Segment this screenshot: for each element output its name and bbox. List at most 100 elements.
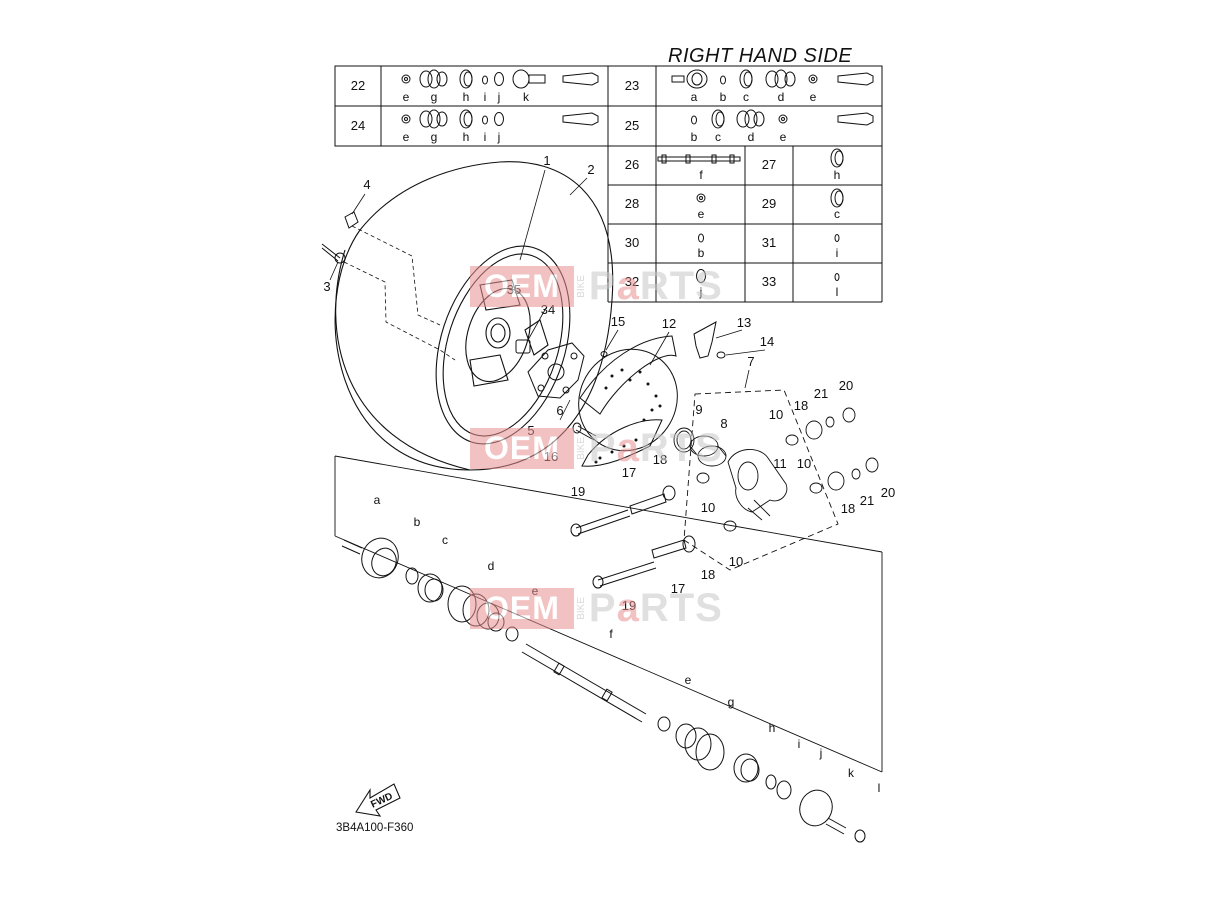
- legend-part-icons: [401, 69, 874, 283]
- legend-letter: g: [431, 90, 438, 104]
- bolts: [570, 351, 696, 589]
- legend-letter: e: [403, 90, 410, 104]
- fwd-arrow-icon: [355, 783, 401, 817]
- legend-letter: j: [699, 285, 703, 299]
- callout-number: 18: [701, 567, 715, 582]
- legend-letter: c: [834, 207, 840, 221]
- driveshaft-parts: [341, 537, 866, 843]
- legend-cell-number: 30: [625, 235, 639, 250]
- legend-letter: k: [523, 90, 530, 104]
- hub: [515, 339, 585, 399]
- legend-letter: f: [699, 168, 703, 182]
- callout-number: 14: [760, 334, 774, 349]
- legend-cell-number: 32: [625, 274, 639, 289]
- callout-number: 6: [556, 403, 563, 418]
- callout-number: 2: [587, 162, 594, 177]
- driveshaft-box: [334, 455, 883, 773]
- legend-letter: b: [698, 246, 705, 260]
- legend-letter: b: [691, 130, 698, 144]
- wheel-tire: [334, 161, 614, 471]
- callout-number: 4: [363, 177, 370, 192]
- legend-letter: j: [497, 90, 501, 104]
- callout-number: 34: [541, 302, 555, 317]
- callout-number: 21: [814, 386, 828, 401]
- diagram-code: 3B4A100-F360: [336, 822, 414, 834]
- legend-letter: c: [715, 130, 721, 144]
- callout-number: 12: [662, 316, 676, 331]
- legend-row-number: 25: [625, 118, 639, 133]
- callout-number: 10: [729, 554, 743, 569]
- legend-letter: j: [497, 130, 501, 144]
- brake-bracket: [693, 321, 726, 359]
- legend-cell-number: 26: [625, 157, 639, 172]
- legend-letter: l: [836, 285, 839, 299]
- legend-letter: d: [778, 90, 785, 104]
- shaft-letter: l: [878, 781, 881, 795]
- legend-letter: e: [810, 90, 817, 104]
- callout-number: 10: [797, 456, 811, 471]
- legend-letter: e: [698, 207, 705, 221]
- legend-cell-number: 29: [762, 196, 776, 211]
- page-title: RIGHT HAND SIDE: [668, 45, 853, 67]
- legend-row-number: 22: [351, 78, 365, 93]
- callout-number: 1: [543, 153, 550, 168]
- callout-number: 21: [860, 493, 874, 508]
- callout-number: 20: [881, 485, 895, 500]
- shaft-letter: b: [414, 515, 421, 529]
- legend-letter: g: [431, 130, 438, 144]
- callout-number: 35: [507, 282, 521, 297]
- legend-cell-number: 28: [625, 196, 639, 211]
- legend-row-number: 23: [625, 78, 639, 93]
- callout-number: 18: [794, 398, 808, 413]
- shaft-letter: k: [848, 766, 855, 780]
- legend-letter: b: [720, 90, 727, 104]
- callout-number: 3: [323, 279, 330, 294]
- shaft-letter: g: [728, 695, 735, 709]
- callout-number: 10: [769, 407, 783, 422]
- callout-number: 10: [701, 500, 715, 515]
- legend-letter: e: [780, 130, 787, 144]
- legend-letter: i: [484, 90, 487, 104]
- callout-number: 16: [544, 449, 558, 464]
- legend-letter: h: [834, 168, 841, 182]
- callout-number: 18: [653, 452, 667, 467]
- callout-number: 18: [841, 501, 855, 516]
- callout-numbers: 1 2 3 4 5 6 7 8 9 10 10 10 10 11 12 13 1…: [323, 153, 895, 613]
- legend-letter: h: [463, 130, 470, 144]
- legend-letter: c: [743, 90, 749, 104]
- legend-letter: d: [748, 130, 755, 144]
- shaft-letter: c: [442, 533, 448, 547]
- shaft-letter: j: [819, 746, 823, 760]
- brake-disc: [578, 335, 678, 467]
- callout-number: 11: [773, 456, 787, 471]
- shaft-letter: f: [609, 627, 613, 641]
- wheel-stud: [321, 211, 359, 264]
- knuckle-group: [673, 389, 879, 571]
- legend-letter: e: [403, 130, 410, 144]
- legend-table: [334, 65, 883, 303]
- callout-number: 8: [720, 416, 727, 431]
- legend-row-number: 24: [351, 118, 365, 133]
- leader-lines: [343, 225, 456, 361]
- callout-number: 13: [737, 315, 751, 330]
- callout-number: 19: [622, 598, 636, 613]
- callout-number: 9: [695, 402, 702, 417]
- legend-letter: a: [691, 90, 698, 104]
- shaft-letter: d: [488, 559, 495, 573]
- callout-number: 17: [622, 465, 636, 480]
- legend-cell-number: 27: [762, 157, 776, 172]
- legend-cell-number: 33: [762, 274, 776, 289]
- legend-letters: e g h i j k a b c d e e g h i j b c d e …: [403, 90, 841, 299]
- shaft-letter: e: [685, 673, 692, 687]
- callout-number: 7: [747, 354, 754, 369]
- callout-number: 19: [571, 484, 585, 499]
- shaft-letter: i: [798, 737, 801, 751]
- legend-numbers: 22 23 24 25 26 27 28 29 30 31 32 33: [351, 78, 776, 289]
- callout-number: 20: [839, 378, 853, 393]
- callout-number: 15: [611, 314, 625, 329]
- callout-number: 5: [527, 423, 534, 438]
- shaft-letter: e: [532, 584, 539, 598]
- legend-letter: i: [484, 130, 487, 144]
